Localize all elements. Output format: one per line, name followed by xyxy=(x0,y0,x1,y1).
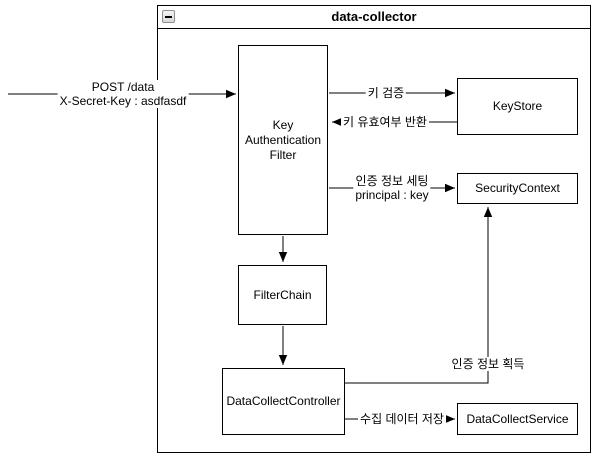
node-key-authentication-filter: Key Authentication Filter xyxy=(238,45,328,235)
label-key-verify: 키 검증 xyxy=(365,86,407,100)
label-auth-info-set: 인증 정보 세팅 principal : key xyxy=(353,174,431,202)
node-keystore: KeyStore xyxy=(457,78,578,135)
minus-glyph xyxy=(165,15,172,18)
label-save-collected-data: 수집 데이터 저장 xyxy=(358,412,446,426)
request-secret-header: X-Secret-Key : asdfasdf xyxy=(59,94,187,108)
node-data-collect-controller: DataCollectController xyxy=(222,368,345,435)
collapse-icon[interactable] xyxy=(162,10,175,23)
node-filter-chain: FilterChain xyxy=(238,265,327,325)
frame-titlebar: data-collector xyxy=(158,6,590,29)
edge-auth-info-get xyxy=(345,207,493,384)
auth-set-text: 인증 정보 세팅 xyxy=(355,174,429,188)
node-security-context: SecurityContext xyxy=(457,173,578,204)
frame-title: data-collector xyxy=(331,9,417,24)
request-method-path: POST /data xyxy=(91,80,155,94)
label-auth-info-get: 인증 정보 획득 xyxy=(449,357,527,371)
label-key-validity-return: 키 유효여부 반환 xyxy=(341,115,429,129)
auth-set-principal: principal : key xyxy=(355,188,429,202)
label-incoming-request: POST /data X-Secret-Key : asdfasdf xyxy=(57,80,189,108)
node-data-collect-service: DataCollectService xyxy=(457,403,578,435)
data-collector-frame: data-collector xyxy=(157,5,591,453)
